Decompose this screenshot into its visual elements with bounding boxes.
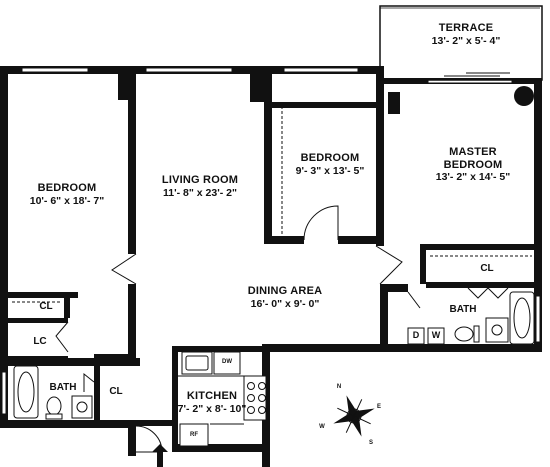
closet-rods xyxy=(12,106,532,303)
terrace-dimensions: 13'- 2" x 5'- 4" xyxy=(431,34,501,47)
kitchen-dimensions: 7'- 2" x 8'- 10" xyxy=(177,402,247,415)
living-room-name: LIVING ROOM xyxy=(161,174,239,186)
living-room-label: LIVING ROOM 11'- 8" x 23'- 2" xyxy=(162,174,238,199)
bedroom-middle-dimensions: 9'- 3" x 13'- 5" xyxy=(295,164,365,177)
interior-walls xyxy=(0,74,540,456)
master-bedroom-name: MASTER xyxy=(449,146,497,158)
dining-area-label: DINING AREA 16'- 0" x 9'- 0" xyxy=(248,285,323,310)
closet-left-label: CL xyxy=(39,301,53,312)
terrace-outline xyxy=(379,5,543,81)
bedroom-left-label: BEDROOM 10'- 6" x 18'- 7" xyxy=(30,182,105,207)
kitchen-label: KITCHEN 7'- 2" x 8'- 10" xyxy=(178,390,247,415)
washer-label: W xyxy=(431,330,441,340)
compass-west-label: W xyxy=(319,424,325,430)
closet-master-label: CL xyxy=(480,263,494,274)
compass-south-label: S xyxy=(368,440,374,446)
terrace-name: TERRACE xyxy=(438,22,494,34)
bedroom-left-dimensions: 10'- 6" x 18'- 7" xyxy=(29,194,105,207)
living-room-dimensions: 11'- 8" x 23'- 2" xyxy=(163,186,237,199)
bath-left-label: BATH xyxy=(49,382,77,393)
bedroom-middle-name: BEDROOM xyxy=(300,152,360,164)
right-bath-fixtures xyxy=(407,291,535,345)
left-bath-fixtures xyxy=(13,365,93,420)
bedroom-left-name: BEDROOM xyxy=(37,182,97,194)
master-bedroom-label: MASTER BEDROOM 13'- 2" x 14'- 5" xyxy=(436,146,511,183)
master-bedroom-dimensions: 13'- 2" x 14'- 5" xyxy=(435,171,511,184)
column-icon xyxy=(514,86,534,106)
dining-area-name: DINING AREA xyxy=(247,285,323,297)
closet-hall-label: CL xyxy=(109,386,123,397)
dining-area-dimensions: 16'- 0" x 9'- 0" xyxy=(250,297,320,310)
dishwasher-label: DW xyxy=(222,359,232,365)
kitchen-fixtures xyxy=(178,351,267,447)
compass-east-label: E xyxy=(376,404,382,410)
compass-rose-icon xyxy=(333,395,375,437)
compass-north-label: N xyxy=(336,384,342,390)
bath-right-label: BATH xyxy=(449,304,477,315)
refrigerator-label: RF xyxy=(190,432,198,438)
linen-closet-label: LC xyxy=(33,336,47,347)
entry-arrow-icon xyxy=(152,444,168,467)
terrace-label: TERRACE 13'- 2" x 5'- 4" xyxy=(432,22,501,47)
windows xyxy=(1,67,541,415)
kitchen-name: KITCHEN xyxy=(186,390,238,402)
master-bedroom-name-2: BEDROOM xyxy=(443,158,503,171)
dryer-label: D xyxy=(412,330,420,340)
bedroom-middle-label: BEDROOM 9'- 3" x 13'- 5" xyxy=(296,152,365,177)
